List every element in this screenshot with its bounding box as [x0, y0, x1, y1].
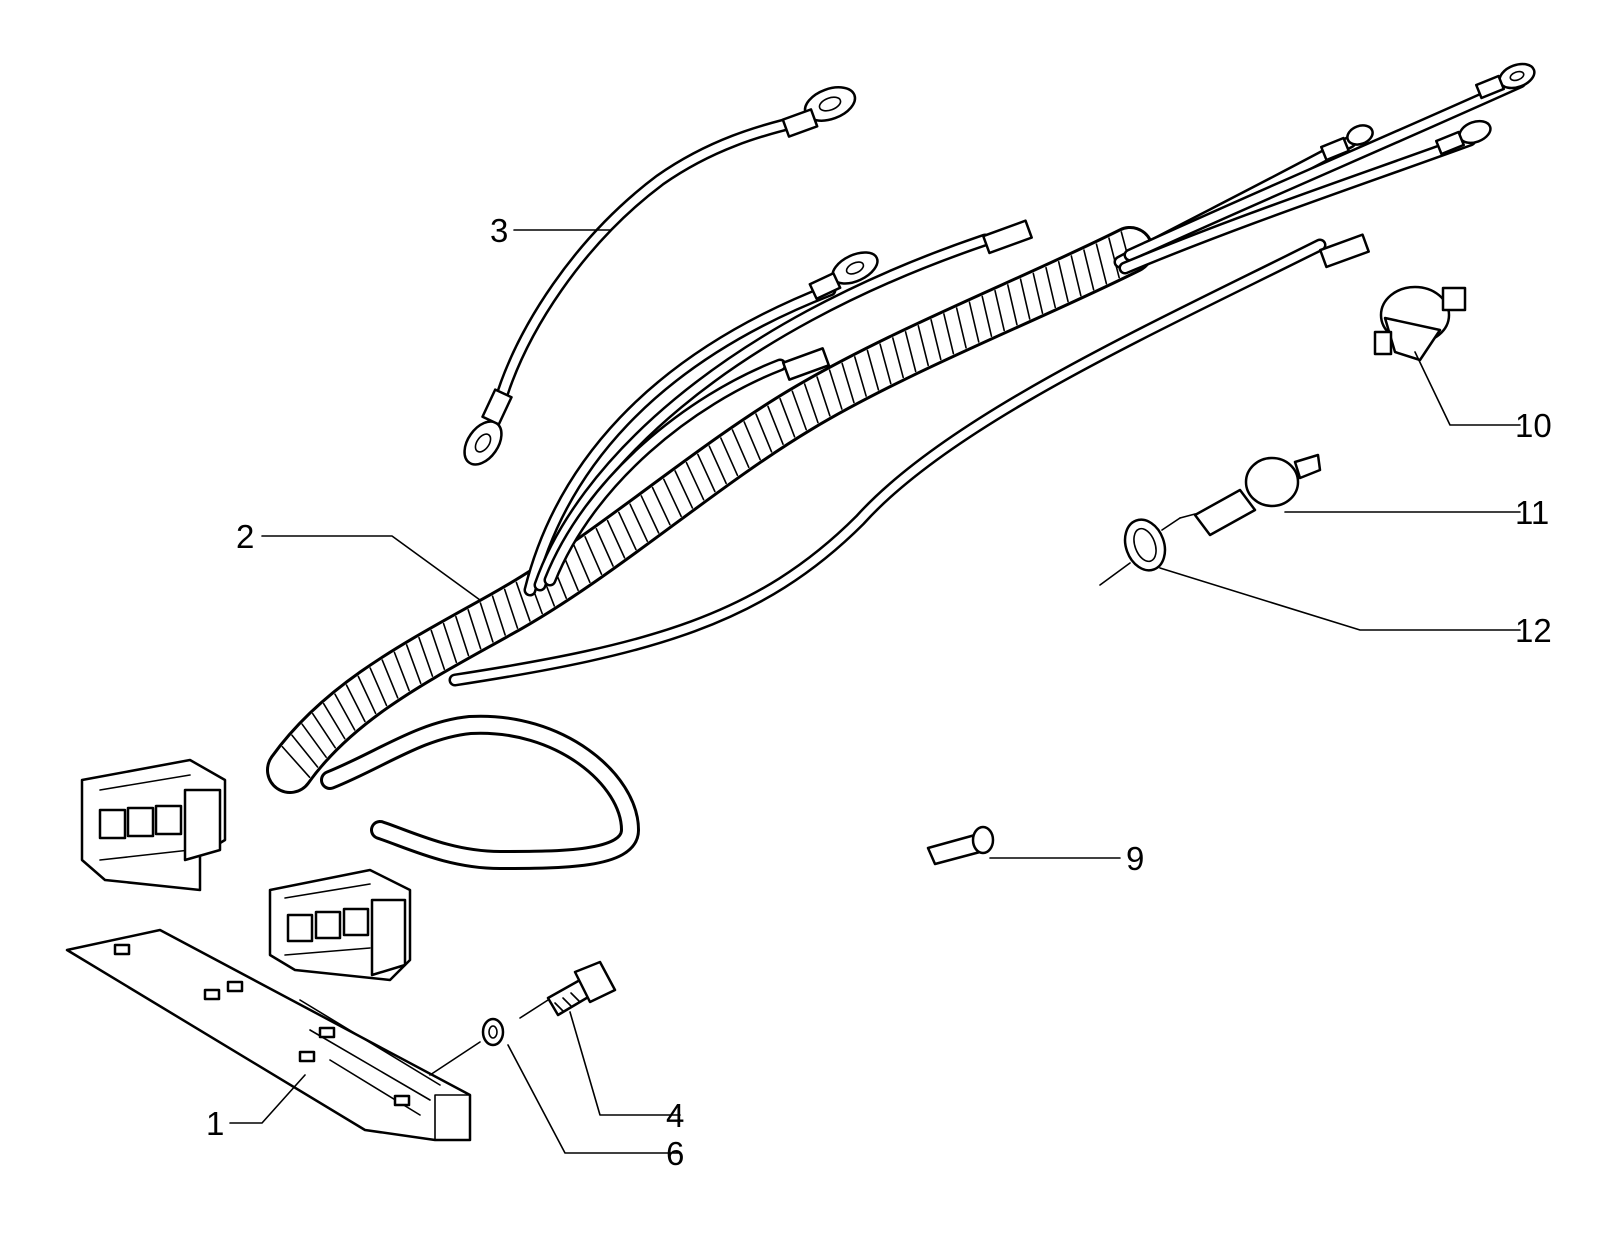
spiral-wrap-turn [853, 356, 867, 397]
spiral-wrap-turn [1007, 284, 1018, 326]
spiral-wrap-turn [405, 644, 422, 685]
spiral-wrap-turn [430, 629, 446, 670]
spiral-wrap-turn [708, 445, 727, 485]
spiral-wrap-turn [866, 349, 880, 391]
spiral-wrap-turn [455, 615, 470, 657]
callout-4: 4 [666, 1097, 684, 1134]
leader-4 [569, 1011, 681, 1116]
spiral-wrap-turn [968, 301, 980, 343]
spiral-wrap-turn [334, 693, 356, 731]
leader-2 [261, 535, 481, 601]
part-11-sensor [1179, 453, 1322, 537]
spiral-wrap-turn [651, 486, 671, 526]
callout-9: 9 [1126, 840, 1144, 877]
part-12-oring [1099, 517, 1181, 586]
spiral-wrap-turn [685, 461, 705, 501]
spiral-wrap-turn [301, 723, 327, 758]
spiral-wrap-turn [311, 712, 337, 749]
spiral-wrap-turn [891, 337, 905, 379]
spiral-wrap-turn [606, 519, 626, 559]
callout-6: 6 [666, 1135, 684, 1172]
leader-12 [1159, 567, 1521, 631]
part-10-sender [1373, 285, 1467, 362]
spiral-wrap-turn [1070, 255, 1082, 297]
spiral-wrap-turn [791, 390, 808, 431]
spiral-wrap-turn [731, 429, 750, 469]
spiral-wrap-turn [720, 437, 739, 477]
spiral-wrap-turn [1045, 266, 1057, 309]
spiral-wrap-turn [503, 588, 519, 629]
spiral-wrap-turn [595, 527, 614, 567]
leader-lines [229, 229, 1521, 1154]
spiral-wrap-turn [572, 543, 591, 584]
spiral-wrap-turn [879, 343, 892, 385]
spiral-wrap-turn [743, 421, 761, 461]
callout-3: 3 [490, 212, 508, 249]
spiral-wrap-turn [1019, 278, 1031, 320]
spiral-wrap-turn [994, 289, 1005, 332]
spiral-wrap-turn [369, 667, 388, 707]
spiral-wrap-turn [322, 702, 346, 740]
part-4-screw [519, 960, 617, 1019]
spiral-wrap-turn [663, 478, 682, 518]
spiral-wrap-turn [943, 313, 955, 355]
spiral-wrap-turn [291, 734, 319, 768]
spiral-wrap-turn [345, 684, 366, 723]
spiral-wrap-turn [381, 659, 399, 699]
spiral-wrap-turn [418, 636, 434, 677]
spiral-wrap-turn [515, 581, 531, 622]
part-1-bracket [65, 928, 472, 1142]
spiral-wrap-turn [1095, 243, 1108, 285]
spiral-wrap-turn [1032, 272, 1044, 314]
spiral-wrap-turn [917, 325, 930, 367]
spiral-wrap-turn [491, 595, 506, 636]
part-6-washer [429, 1017, 505, 1076]
spiral-wrap-turn [803, 383, 819, 424]
spiral-wrap-turn [357, 675, 377, 715]
spiral-wrap-turn [697, 453, 716, 493]
spiral-wrap-turn [904, 331, 917, 373]
spiral-wrap-turn [816, 376, 831, 417]
spiral-wrap-turn [955, 307, 967, 349]
spiral-wrap-turn [828, 369, 843, 410]
callout-11: 11 [1515, 494, 1549, 531]
spiral-wrap-turn [841, 362, 855, 404]
spiral-wrap-turn [767, 405, 784, 446]
spiral-wrap-turn [640, 495, 660, 534]
leader-6 [507, 1044, 681, 1154]
part-9-terminal [926, 825, 995, 866]
callout-10: 10 [1515, 407, 1552, 444]
spiral-wrap-turn [930, 319, 942, 361]
spiral-wrap-turn [584, 536, 603, 575]
spiral-wrap-turn [981, 295, 993, 337]
spiral-wrap-turn [1083, 249, 1095, 291]
callout-12: 12 [1515, 612, 1552, 649]
spiral-wrap-turn [281, 745, 311, 778]
part-2-harness [80, 62, 1536, 982]
spiral-wrap-turn [1057, 261, 1069, 303]
leader-10 [1414, 351, 1521, 426]
callout-2: 2 [236, 518, 254, 555]
spiral-wrap-turn [779, 397, 796, 438]
part-3-cable [463, 86, 857, 466]
spiral-wrap-turn [629, 503, 649, 543]
callout-1: 1 [206, 1105, 224, 1142]
spiral-wrap-turn [479, 602, 494, 643]
leader-1 [229, 1074, 306, 1124]
spiral-wrap-turn [674, 470, 694, 509]
spiral-wrap-turn [755, 413, 773, 453]
harness-spiral-wrap [281, 231, 1133, 778]
spiral-wrap-turn [442, 622, 458, 664]
spiral-wrap-turn [467, 609, 482, 650]
spiral-wrap-turn [618, 511, 637, 551]
spiral-wrap-turn [393, 651, 410, 692]
spiral-wrap-turn [1108, 237, 1120, 279]
